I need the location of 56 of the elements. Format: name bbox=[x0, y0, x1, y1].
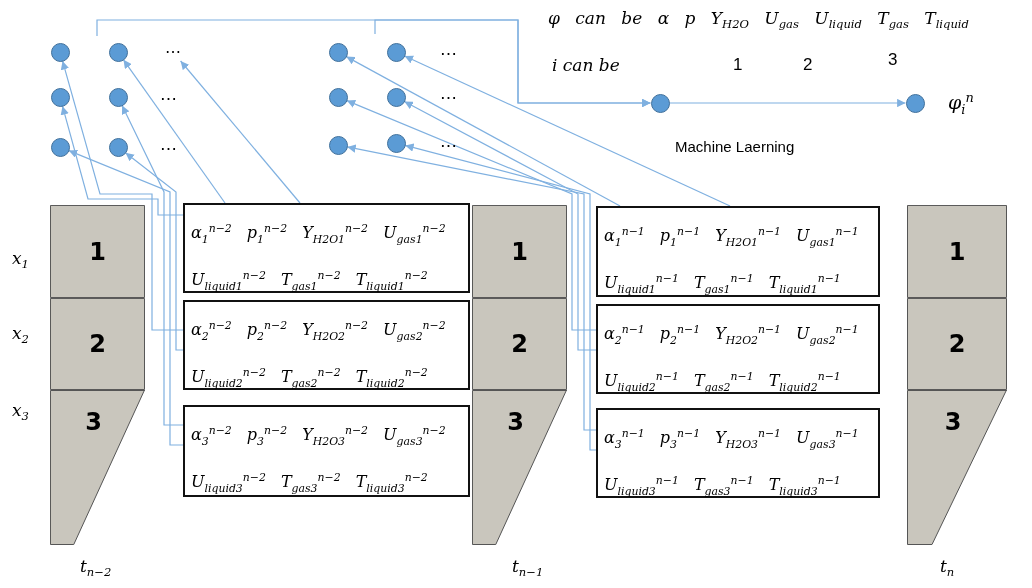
node-circle bbox=[328, 42, 348, 62]
node-circle bbox=[905, 93, 925, 113]
node-circle bbox=[328, 87, 348, 107]
column-segment: 3 bbox=[907, 390, 1007, 545]
time-label: t$_{n}$ bbox=[940, 556, 955, 580]
arrow bbox=[403, 100, 597, 351]
ellipsis: ⋯ bbox=[160, 138, 177, 158]
index-value: 1 bbox=[733, 55, 743, 75]
arrow bbox=[345, 56, 621, 207]
node-circle bbox=[108, 87, 128, 107]
row-label: x$_{3}$ bbox=[12, 400, 29, 424]
column-segment: 2 bbox=[50, 298, 145, 390]
time-label: t$_{n−1}$ bbox=[512, 556, 544, 580]
arrow bbox=[668, 98, 907, 108]
column-segment: 3 bbox=[50, 390, 145, 545]
arrow bbox=[68, 149, 184, 446]
index-value: 3 bbox=[888, 50, 898, 70]
column-segment: 1 bbox=[472, 205, 567, 298]
node-circle bbox=[50, 137, 70, 157]
node-circle bbox=[386, 42, 406, 62]
index-label: i can be bbox=[552, 55, 620, 75]
arrow bbox=[346, 144, 597, 431]
arrow bbox=[374, 19, 652, 108]
column-segment: 2 bbox=[472, 298, 567, 390]
column-segment: 1 bbox=[50, 205, 145, 298]
edge-label: Machine Laerning bbox=[675, 138, 795, 155]
arrow bbox=[124, 152, 184, 351]
arrow bbox=[180, 60, 301, 204]
column-segment: 2 bbox=[907, 298, 1007, 390]
variable-list: φ can be α p Y$_{H2O}$ U$_{gas}$ U$_{liquid}$ T$_{gas}$ T$_{liquid}$ bbox=[548, 8, 969, 32]
row-label: x$_{1}$ bbox=[12, 248, 29, 272]
arrow bbox=[121, 105, 184, 426]
arrow bbox=[404, 143, 597, 451]
arrow bbox=[122, 59, 226, 204]
arrow bbox=[60, 60, 184, 331]
node-circle bbox=[108, 42, 128, 62]
node-circle bbox=[650, 93, 670, 113]
node-circle bbox=[108, 137, 128, 157]
node-circle bbox=[50, 42, 70, 62]
node-circle bbox=[386, 133, 406, 153]
ellipsis: ⋯ bbox=[160, 43, 186, 61]
time-label: t$_{n−2}$ bbox=[80, 556, 112, 580]
arrow bbox=[60, 105, 184, 216]
ellipsis: ⋯ bbox=[440, 135, 457, 155]
node-circle bbox=[50, 87, 70, 107]
node-circle bbox=[328, 135, 348, 155]
ellipsis: ⋯ bbox=[160, 88, 177, 108]
index-value: 2 bbox=[803, 55, 813, 75]
column-segment: 3 bbox=[472, 390, 567, 545]
column-segment: 1 bbox=[907, 205, 1007, 298]
arrow bbox=[404, 55, 731, 207]
node-circle bbox=[386, 87, 406, 107]
arrow bbox=[346, 99, 597, 331]
ellipsis: ⋯ bbox=[440, 43, 457, 63]
row-label: x$_{2}$ bbox=[12, 323, 29, 347]
ellipsis: ⋯ bbox=[440, 87, 457, 107]
